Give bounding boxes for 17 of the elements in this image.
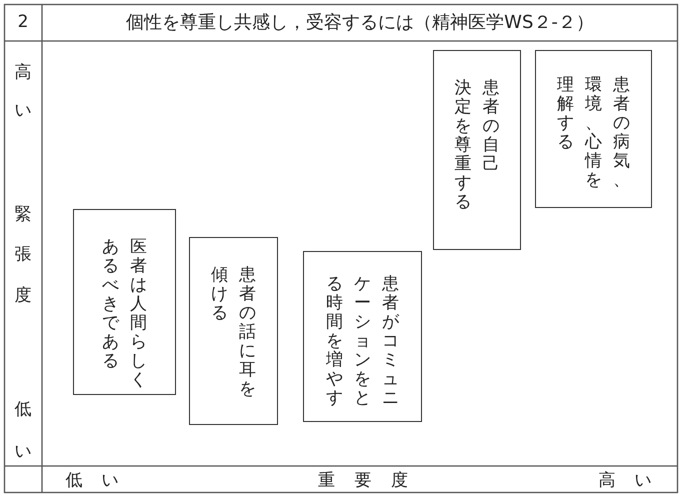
- text-box: 患者の自己決定を尊重する: [433, 50, 521, 250]
- axis-label: 低 い: [65, 470, 119, 492]
- text-box: 患者がコミュニケーションをとる時間を増やす: [303, 251, 422, 422]
- axis-label: 高 い: [598, 470, 652, 492]
- axis-label: 低: [14, 398, 32, 420]
- axis-label: い: [14, 100, 32, 122]
- text-box: 医者は人間らしくあるべきである: [73, 209, 176, 395]
- axis-label: 張: [14, 244, 32, 266]
- axis-label: 重 要 度: [318, 470, 408, 492]
- title: 個性を尊重し共感し，受容するには（精神医学WS２-２）: [126, 11, 594, 34]
- axis-label: い: [14, 440, 32, 462]
- axis-label: 緊: [14, 204, 32, 226]
- row-number: 2: [18, 12, 28, 32]
- axis-label: 度: [14, 284, 32, 306]
- text-box: 患者の病気、環境、心情を理解する: [535, 50, 652, 208]
- text-box: 患者の話に耳を傾ける: [189, 237, 278, 425]
- axis-label: 高: [14, 62, 32, 84]
